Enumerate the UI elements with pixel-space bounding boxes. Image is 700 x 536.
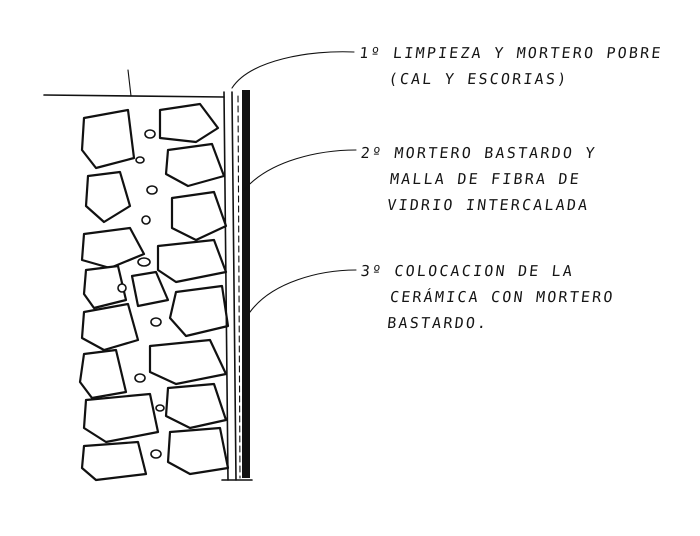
pebble xyxy=(117,283,127,293)
stone xyxy=(164,382,228,430)
leader-line-3 xyxy=(249,269,357,313)
pebble xyxy=(134,373,146,383)
stone xyxy=(164,142,226,188)
stone xyxy=(158,102,220,144)
stone xyxy=(148,338,228,386)
stone xyxy=(156,238,228,284)
stone xyxy=(168,284,230,338)
annotation-line: 3º COLOCACION DE LA xyxy=(359,262,576,280)
leader-line-2 xyxy=(243,149,357,191)
stone xyxy=(78,348,128,400)
stone xyxy=(130,270,170,308)
pebble xyxy=(150,449,162,459)
floor-line-tick xyxy=(127,69,132,97)
layer-1-line xyxy=(223,91,229,481)
stone xyxy=(166,426,230,476)
stone xyxy=(84,170,132,224)
mortar-aggregate xyxy=(117,129,165,459)
leader-line-1 xyxy=(231,51,355,89)
ceramic-tile-layer xyxy=(242,90,250,478)
pebble xyxy=(137,257,151,267)
pebble xyxy=(155,404,165,412)
annotation-step-3: 3º COLOCACION DE LA CERÁMICA CON MORTERO… xyxy=(354,258,619,336)
stone xyxy=(82,264,128,310)
pebble xyxy=(141,215,151,225)
stone xyxy=(80,302,140,352)
annotation-line: (CAL Y ESCORIAS) xyxy=(387,70,570,88)
pebble xyxy=(144,129,156,139)
layer-2-line xyxy=(231,91,237,481)
annotation-line: BASTARDO. xyxy=(386,314,490,332)
annotation-line: MALLA DE FIBRA DE xyxy=(389,170,582,188)
stone xyxy=(82,392,160,444)
pebble xyxy=(146,185,158,195)
annotation-line: 2º MORTERO BASTARDO Y xyxy=(359,144,598,162)
annotation-line: VIDRIO INTERCALADA xyxy=(386,196,591,214)
annotation-line: 1º LIMPIEZA Y MORTERO POBRE xyxy=(358,44,664,62)
annotation-step-1: 1º LIMPIEZA Y MORTERO POBRE (CAL Y ESCOR… xyxy=(355,40,664,92)
pebble xyxy=(135,156,145,164)
pebble xyxy=(150,317,162,327)
render-layers xyxy=(221,90,253,481)
mesh-line xyxy=(237,95,241,479)
annotation-line: CERÁMICA CON MORTERO xyxy=(389,288,616,306)
annotation-step-2: 2º MORTERO BASTARDO Y MALLA DE FIBRA DE … xyxy=(354,140,598,218)
floor-line xyxy=(43,94,225,98)
stone xyxy=(80,440,148,482)
stone xyxy=(80,108,136,170)
stone-masonry xyxy=(78,102,230,482)
stone xyxy=(80,226,146,270)
stone xyxy=(170,190,228,242)
